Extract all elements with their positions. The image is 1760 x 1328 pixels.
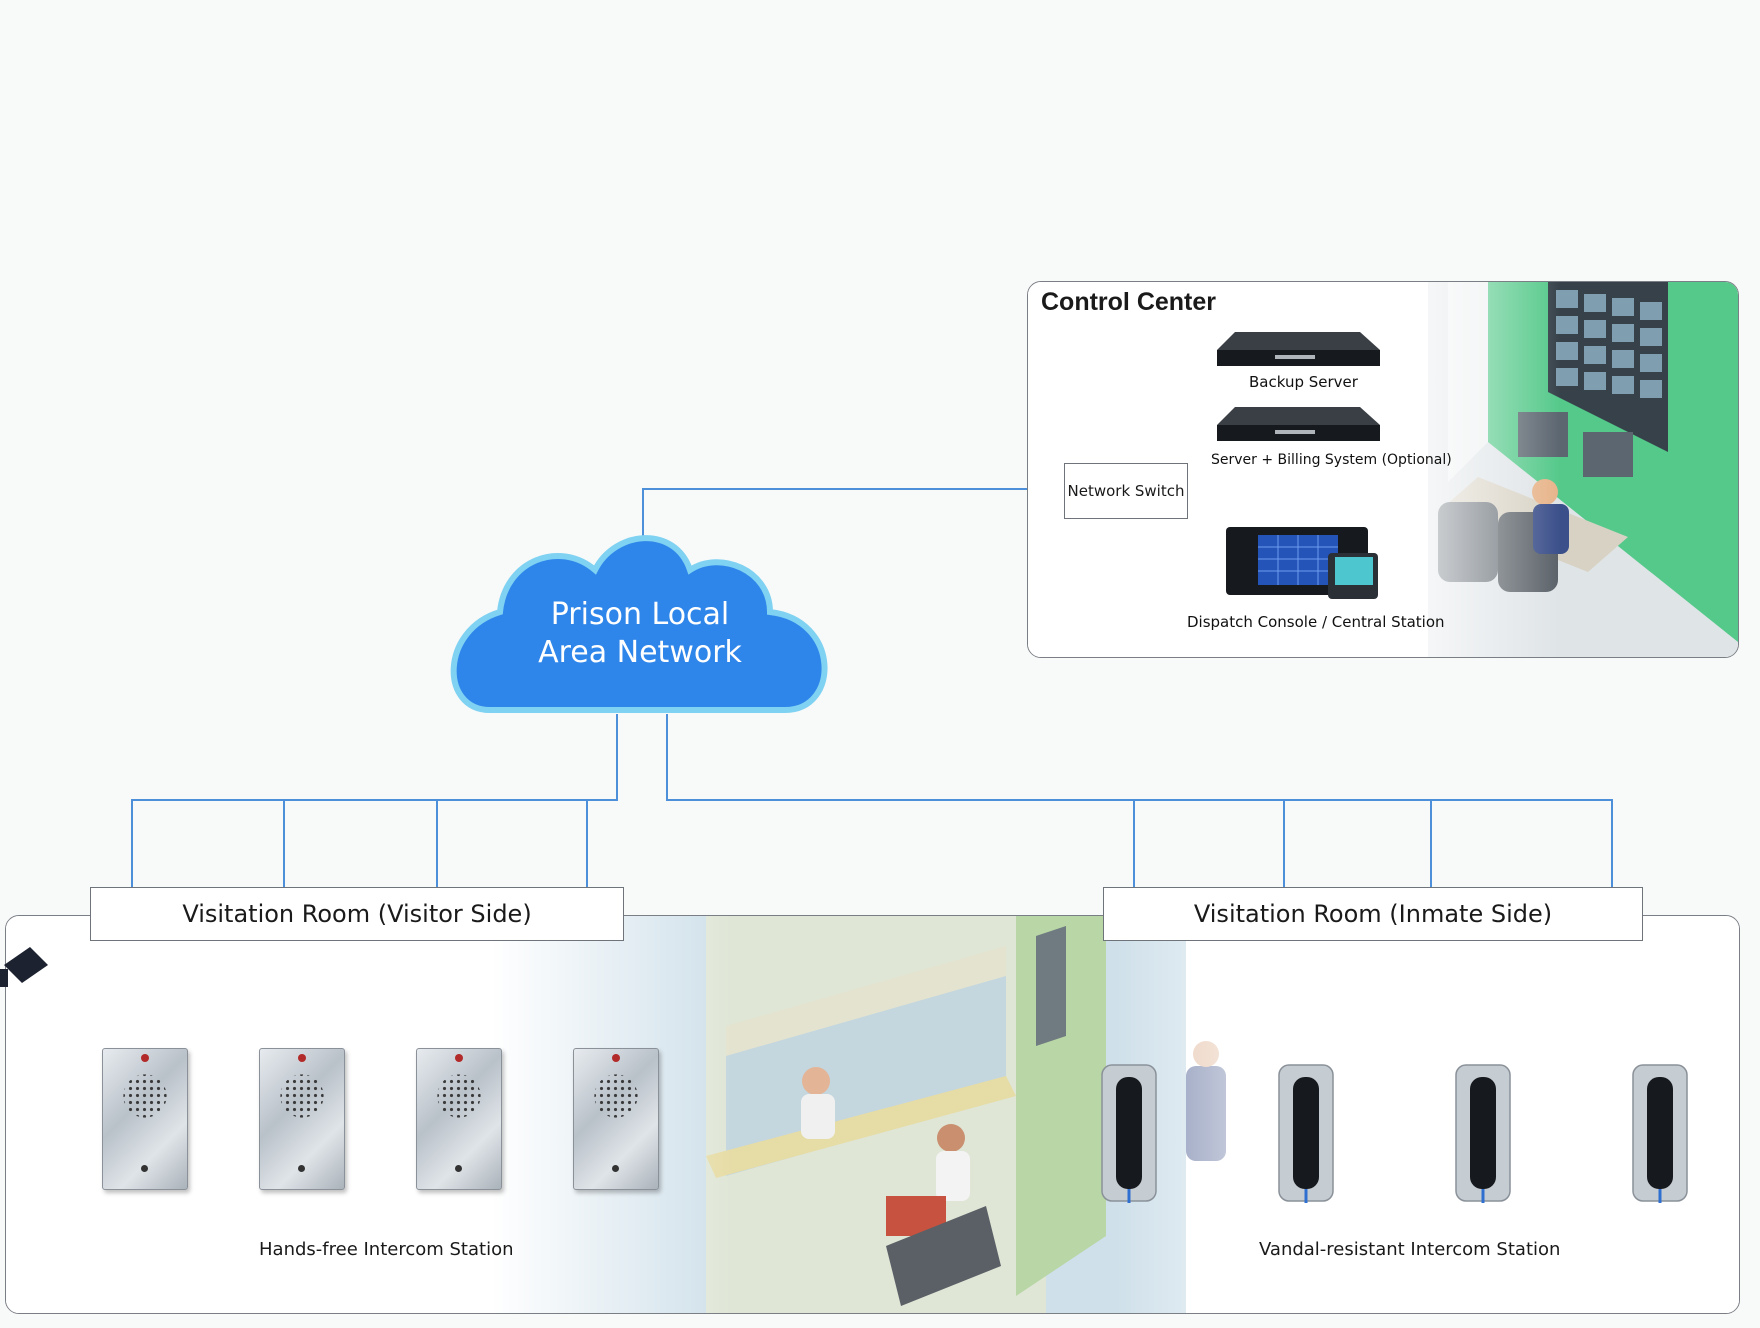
billing-server-icon bbox=[1217, 407, 1380, 441]
vandal-resistant-phone-icon bbox=[1101, 1064, 1157, 1203]
billing-server-label: Server + Billing System (Optional) bbox=[1211, 452, 1452, 468]
hands-free-intercom bbox=[102, 1048, 188, 1190]
control-center-title: Control Center bbox=[1041, 288, 1216, 316]
backup-server-label: Backup Server bbox=[1249, 373, 1358, 391]
vandal-resistant-phone-icon bbox=[1278, 1064, 1334, 1203]
cloud-label: Prison Local Area Network bbox=[538, 597, 742, 670]
visitor-side-caption: Hands-free Intercom Station bbox=[259, 1239, 514, 1260]
backup-server-icon bbox=[1217, 332, 1380, 366]
hands-free-intercom bbox=[259, 1048, 345, 1190]
dispatch-console-label: Dispatch Console / Central Station bbox=[1187, 613, 1445, 631]
inmate-side-caption: Vandal-resistant Intercom Station bbox=[1259, 1239, 1561, 1260]
control-room-scene bbox=[1028, 282, 1738, 657]
vandal-resistant-phone-icon bbox=[1632, 1064, 1688, 1203]
visitor-side-title: Visitation Room (Visitor Side) bbox=[90, 887, 624, 941]
network-cloud bbox=[450, 535, 828, 713]
vandal-resistant-phone-icon bbox=[1455, 1064, 1511, 1203]
hands-free-intercom bbox=[416, 1048, 502, 1190]
camera-icon bbox=[0, 947, 48, 987]
dispatch-console-icon bbox=[1226, 527, 1378, 599]
control-center-panel bbox=[1027, 281, 1739, 658]
network-switch: Network Switch bbox=[1064, 463, 1188, 519]
inmate-side-title: Visitation Room (Inmate Side) bbox=[1103, 887, 1643, 941]
hands-free-intercom bbox=[573, 1048, 659, 1190]
